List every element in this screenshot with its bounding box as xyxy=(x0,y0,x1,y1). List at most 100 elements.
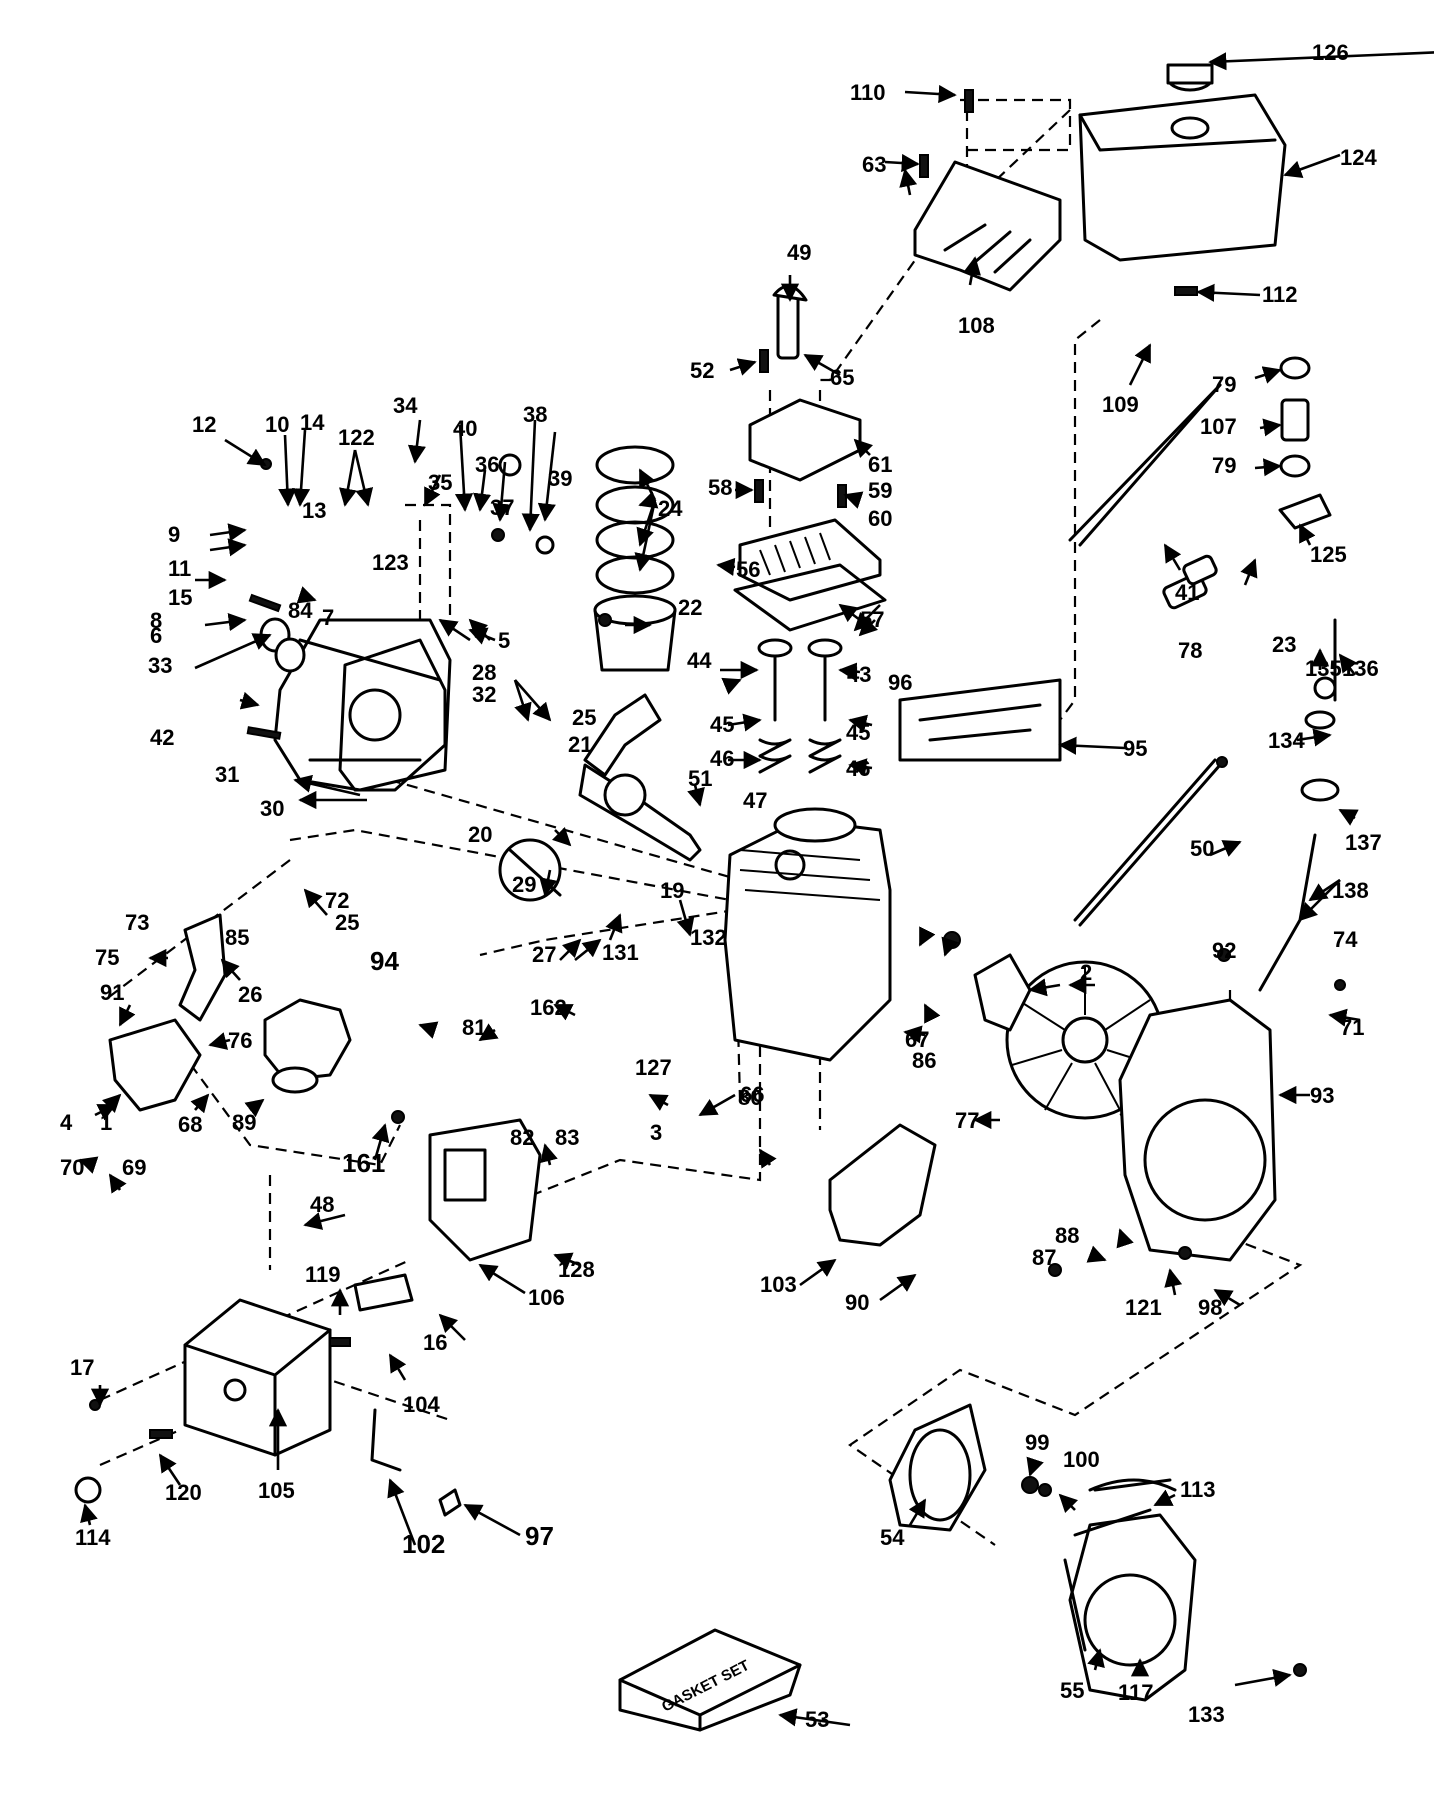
part-label: 39 xyxy=(548,466,572,491)
part-label: 43 xyxy=(847,662,871,687)
part-label: 30 xyxy=(260,796,284,821)
part-crankcase-gasket xyxy=(338,638,447,792)
part-label: 103 xyxy=(760,1272,797,1297)
part-label: 55 xyxy=(1060,1678,1084,1703)
part-label: 92 xyxy=(1212,938,1236,963)
part-cylinder-block xyxy=(723,807,892,1062)
part-label: 122 xyxy=(338,425,375,450)
part-label: 110 xyxy=(850,80,886,105)
part-label: 137 xyxy=(1345,830,1382,855)
part-label: 71 xyxy=(1340,1015,1364,1040)
part-label: 90 xyxy=(845,1290,869,1315)
part-label: 108 xyxy=(958,313,995,338)
part-gasket-set-envelope: GASKET SET xyxy=(618,1628,802,1732)
part-label: 16 xyxy=(423,1330,447,1355)
part-label: 75 xyxy=(95,945,119,970)
part-label: 114 xyxy=(75,1525,111,1550)
part-label: 70 xyxy=(60,1155,84,1180)
part-label: 82 xyxy=(510,1125,534,1150)
part-label: 33 xyxy=(148,653,172,678)
part-head-cover xyxy=(748,398,862,482)
part-label: 78 xyxy=(1178,638,1202,663)
part-label: 56 xyxy=(736,557,760,582)
part-cylinder-head xyxy=(738,518,882,602)
part-label: 76 xyxy=(228,1028,252,1053)
part-label: 6 xyxy=(150,623,162,648)
part-label: 63 xyxy=(862,152,886,177)
part-label: 29 xyxy=(512,872,536,897)
part-label: 26 xyxy=(238,982,262,1007)
part-crankshaft xyxy=(578,763,702,862)
part-label: 88 xyxy=(1055,1223,1079,1248)
part-label: 135 xyxy=(1305,656,1342,681)
part-label: 51 xyxy=(688,766,712,791)
part-label: 49 xyxy=(787,240,811,265)
part-label: 38 xyxy=(523,402,547,427)
part-label: 44 xyxy=(687,648,712,673)
leader-arrows xyxy=(78,51,1434,1727)
part-label: 79 xyxy=(1212,372,1236,397)
part-label: 12 xyxy=(192,412,216,437)
part-label: 25 xyxy=(335,910,359,935)
part-label: 106 xyxy=(528,1285,565,1310)
part-label: 21 xyxy=(568,732,592,757)
part-label: 14 xyxy=(300,410,325,435)
part-label: 109 xyxy=(1102,392,1139,417)
part-choke-rod xyxy=(1073,756,1228,927)
part-label: 10 xyxy=(265,412,289,437)
part-carburetor xyxy=(263,998,352,1094)
part-label: 131 xyxy=(602,940,639,965)
part-label: 23 xyxy=(1272,632,1296,657)
part-label: 28 xyxy=(472,660,496,685)
part-label: 1 xyxy=(100,1110,112,1135)
part-label: 107 xyxy=(1200,414,1237,439)
part-label: 80 xyxy=(738,1085,762,1110)
part-ignition-module xyxy=(973,953,1032,1032)
part-label: 162 xyxy=(530,995,567,1020)
part-label: 57 xyxy=(860,607,884,632)
part-label: 59 xyxy=(868,478,892,503)
part-label: 54 xyxy=(880,1525,905,1550)
part-recoil-starter xyxy=(1068,1513,1197,1702)
part-label: 27 xyxy=(532,942,556,967)
part-label: 124 xyxy=(1340,145,1377,170)
part-tank-bracket xyxy=(913,160,1062,292)
part-label: 89 xyxy=(232,1110,256,1135)
part-label: 74 xyxy=(1333,927,1358,952)
part-label: 68 xyxy=(178,1112,202,1137)
part-label: 25 xyxy=(572,705,596,730)
part-label: 102 xyxy=(402,1529,445,1559)
part-label: 86 xyxy=(912,1048,936,1073)
part-label: 104 xyxy=(403,1392,440,1417)
part-label: 60 xyxy=(868,506,892,531)
part-label: 37 xyxy=(490,495,514,520)
part-piston xyxy=(593,594,677,672)
part-label: 99 xyxy=(1025,1430,1049,1455)
part-label: 85 xyxy=(225,925,249,950)
part-label: 96 xyxy=(888,670,912,695)
part-label: 47 xyxy=(743,788,767,813)
part-label: 136 xyxy=(1342,656,1379,681)
part-label: 32 xyxy=(472,682,496,707)
part-intake-elbow xyxy=(178,913,227,1022)
part-governor-bracket xyxy=(108,1018,202,1112)
part-label: 161 xyxy=(342,1148,385,1178)
part-label: 8 xyxy=(150,608,162,633)
part-label: 5 xyxy=(498,628,510,653)
part-air-baffle xyxy=(828,1123,937,1247)
part-label: 127 xyxy=(635,1055,672,1080)
part-label: 61 xyxy=(868,452,892,477)
part-label: 117 xyxy=(1118,1680,1154,1705)
part-blower-housing xyxy=(1118,998,1277,1262)
part-label: 94 xyxy=(370,946,399,976)
part-label: 67 xyxy=(905,1027,929,1052)
part-fuel-tank xyxy=(1078,63,1287,262)
part-label: 72 xyxy=(325,888,349,913)
part-label: 22 xyxy=(678,595,702,620)
part-label: 95 xyxy=(1123,736,1147,761)
part-connecting-rod xyxy=(583,693,662,777)
part-head-gasket xyxy=(733,563,887,632)
part-label: 98 xyxy=(1198,1295,1222,1320)
part-label: 3 xyxy=(650,1120,662,1145)
part-label: 50 xyxy=(1190,836,1214,861)
